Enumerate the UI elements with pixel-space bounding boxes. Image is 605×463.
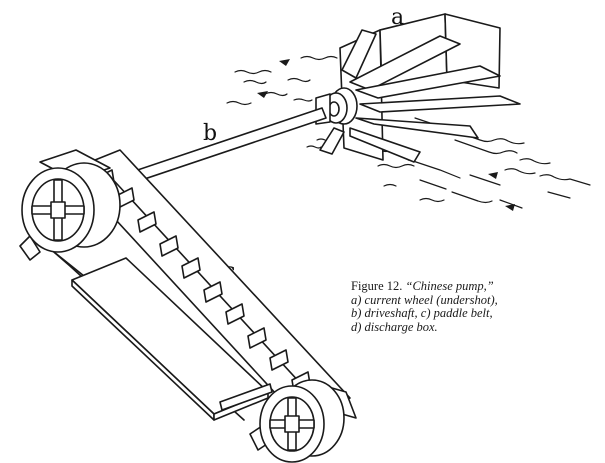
caption-line-b: b) driveshaft, c) paddle belt, (351, 306, 493, 320)
label-a: a (391, 5, 404, 30)
caption-line-d: d) discharge box. (351, 319, 438, 334)
lower-pulley-wheel (249, 379, 357, 463)
upper-pulley-wheel (19, 149, 121, 261)
caption-line-a: a) current wheel (undershot), (351, 292, 498, 307)
current-wheel (315, 13, 521, 163)
caption-title-line: Figure 12. “Chinese pump,” (351, 279, 601, 294)
figure-caption: Figure 12. “Chinese pump,” a) current wh… (351, 279, 601, 334)
caption-prefix: Figure 12. (351, 279, 406, 293)
label-b: b (203, 121, 217, 146)
caption-title: “Chinese pump,” (405, 279, 494, 293)
discharge-box (71, 257, 273, 421)
